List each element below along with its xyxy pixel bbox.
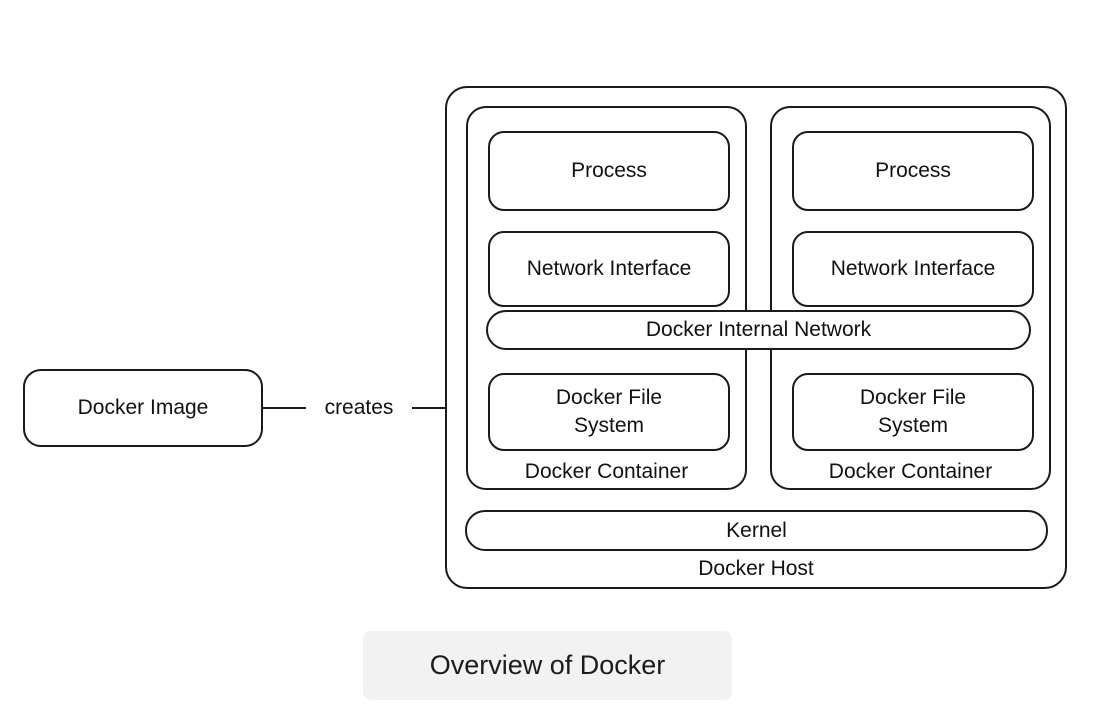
docker-container-label: Docker Container: [828, 460, 993, 483]
network-interface-label: Network Interface: [830, 257, 996, 281]
process-label: Process: [571, 159, 647, 183]
creates-label: creates: [324, 396, 394, 419]
process-box: Process: [488, 131, 730, 211]
process-label: Process: [875, 159, 951, 183]
docker-container-box-left: Process Network Interface Docker File Sy…: [466, 106, 747, 490]
docker-container-label: Docker Container: [524, 460, 689, 483]
caption-text: Overview of Docker: [429, 650, 666, 680]
kernel-bar: Kernel: [465, 510, 1048, 551]
docker-internal-network-bar: Docker Internal Network: [486, 310, 1031, 350]
docker-host-box: Process Network Interface Docker File Sy…: [445, 86, 1067, 589]
network-interface-box: Network Interface: [792, 231, 1034, 307]
network-interface-label: Network Interface: [526, 257, 692, 281]
kernel-label: Kernel: [726, 518, 787, 542]
docker-image-box: Docker Image: [23, 369, 263, 447]
caption-box: Overview of Docker: [363, 631, 732, 700]
docker-internal-network-label: Docker Internal Network: [645, 318, 872, 342]
docker-file-system-box: Docker File System: [792, 373, 1034, 451]
docker-image-label: Docker Image: [77, 396, 209, 420]
network-interface-box: Network Interface: [488, 231, 730, 307]
docker-file-system-box: Docker File System: [488, 373, 730, 451]
docker-container-box-right: Process Network Interface Docker File Sy…: [770, 106, 1051, 490]
process-box: Process: [792, 131, 1034, 211]
docker-host-label: Docker Host: [698, 557, 814, 580]
docker-file-system-label: Docker File System: [555, 386, 663, 437]
docker-file-system-label: Docker File System: [859, 386, 967, 437]
